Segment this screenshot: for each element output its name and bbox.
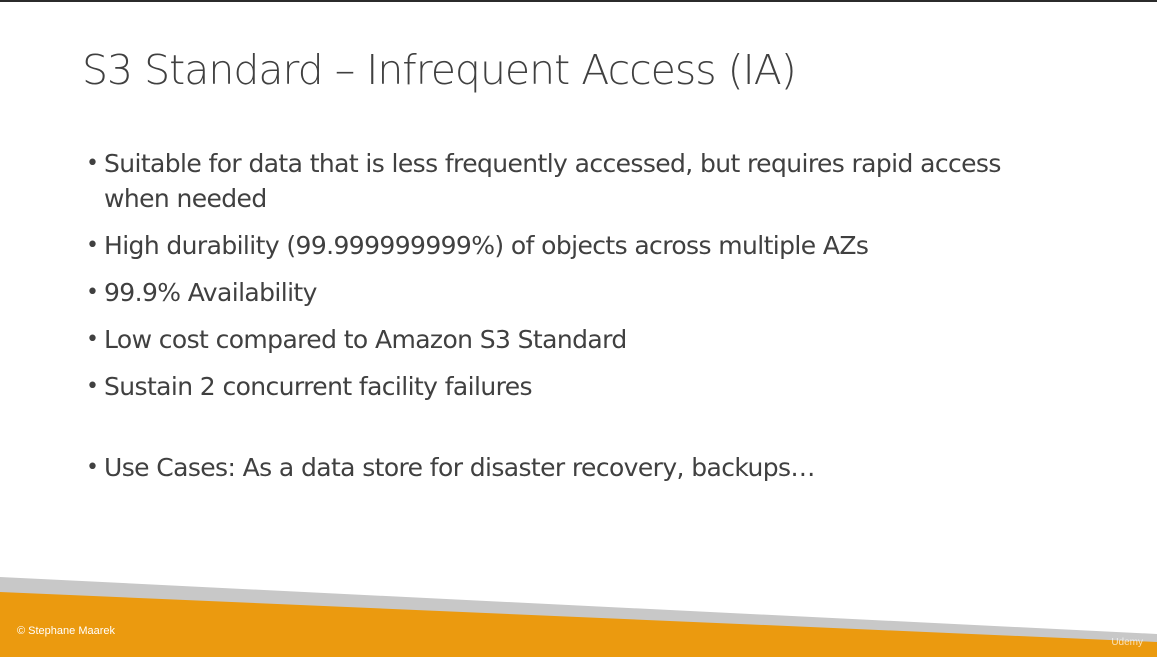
bullet-facility-failures: Sustain 2 concurrent facility failures xyxy=(86,369,1036,404)
slide-title: S3 Standard – Infrequent Access (IA) xyxy=(82,46,797,94)
copyright-text: © Stephane Maarek xyxy=(17,625,115,637)
bullet-availability: 99.9% Availability xyxy=(86,275,1036,310)
bullet-low-cost: Low cost compared to Amazon S3 Standard xyxy=(86,322,1036,357)
top-border xyxy=(0,0,1157,2)
footer-orange-band xyxy=(0,592,1157,657)
udemy-watermark: Udemy xyxy=(1111,637,1143,648)
bullet-list: Suitable for data that is less frequentl… xyxy=(86,146,1036,497)
bullet-suitable: Suitable for data that is less frequentl… xyxy=(86,146,1036,216)
bullet-use-cases: Use Cases: As a data store for disaster … xyxy=(86,450,1036,485)
bullet-durability: High durability (99.999999999%) of objec… xyxy=(86,228,1036,263)
